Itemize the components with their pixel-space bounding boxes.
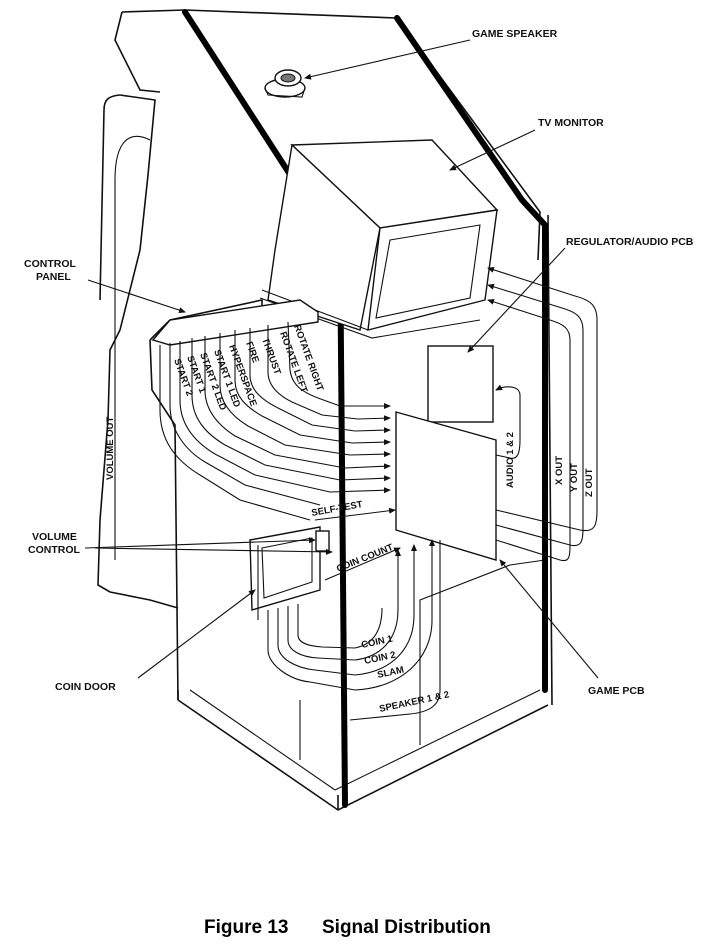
volume-out-label: VOLUME OUT: [105, 416, 116, 480]
wire-label-thrust: THRUST: [259, 336, 283, 376]
coin-door-label: COIN DOOR: [55, 681, 116, 693]
control-panel-label-line1: CONTROL: [24, 258, 76, 270]
game-speaker-icon: [264, 69, 306, 98]
x-out-label: X OUT: [554, 456, 565, 485]
volume-control-label-line2: CONTROL: [28, 544, 80, 556]
cabinet-outline: [97, 9, 553, 811]
volume-out-wiring: [114, 135, 151, 560]
coin-1-label: COIN 1: [360, 633, 394, 650]
game-pcb-label: GAME PCB: [588, 685, 645, 697]
figure-caption-number: Figure 13: [204, 917, 288, 938]
speaker-wiring: [349, 540, 441, 721]
coin-door-icon: [249, 526, 321, 620]
wire-label-fire: FIRE: [243, 340, 261, 364]
regulator-audio-pcb: [427, 345, 494, 423]
tv-monitor-icon: [259, 139, 499, 339]
coin-wiring: [267, 539, 435, 691]
game-pcb: [395, 411, 497, 561]
volume-control-icon: [315, 530, 330, 552]
figure-caption-title: Signal Distribution: [322, 917, 491, 938]
regulator-audio-pcb-label: REGULATOR/AUDIO PCB: [566, 236, 694, 248]
slam-label: SLAM: [376, 665, 405, 681]
coin-2-label: COIN 2: [363, 650, 396, 667]
volume-control-label-line1: VOLUME: [32, 531, 77, 543]
game-speaker-label: GAME SPEAKER: [472, 28, 558, 40]
y-out-label: Y OUT: [569, 463, 580, 492]
speaker-label: SPEAKER 1 & 2: [378, 689, 450, 715]
control-panel-wiring: [159, 321, 396, 521]
monitor-audio-wiring: [487, 266, 598, 562]
audio-label: AUDIO 1 & 2: [505, 432, 516, 488]
tv-monitor-label: TV MONITOR: [538, 117, 604, 129]
control-panel-label-line2: PANEL: [36, 271, 71, 283]
self-test-label: SELF-TEST: [311, 499, 364, 519]
leader-lines: [84, 39, 599, 679]
z-out-label: Z OUT: [584, 468, 595, 497]
